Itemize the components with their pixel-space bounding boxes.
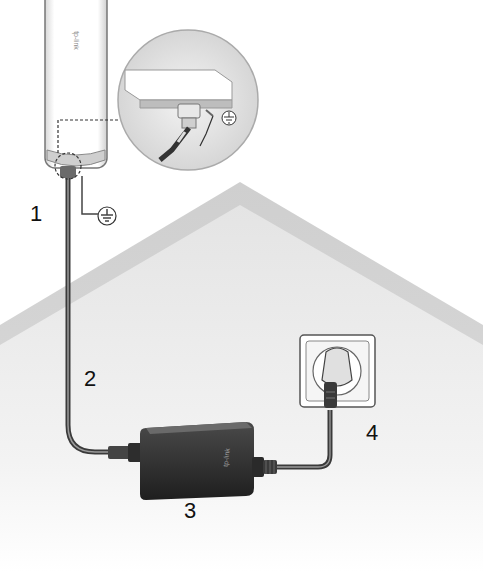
wall-socket: [300, 335, 375, 408]
brand-logo: tp-link: [222, 447, 231, 466]
brand-logo: tp-link: [73, 31, 80, 50]
ground-wire: [82, 176, 116, 225]
callout-number: 3: [184, 500, 196, 522]
ethernet-cable: [68, 178, 110, 452]
access-point: [45, 0, 118, 179]
callout-number: 4: [366, 422, 378, 444]
zoom-callout: [118, 30, 258, 170]
house-silhouette: [0, 182, 483, 572]
callout-number: 2: [84, 368, 96, 390]
callout-number: 1: [30, 203, 42, 225]
power-cord: [277, 410, 330, 467]
poe-injector: [108, 422, 277, 500]
